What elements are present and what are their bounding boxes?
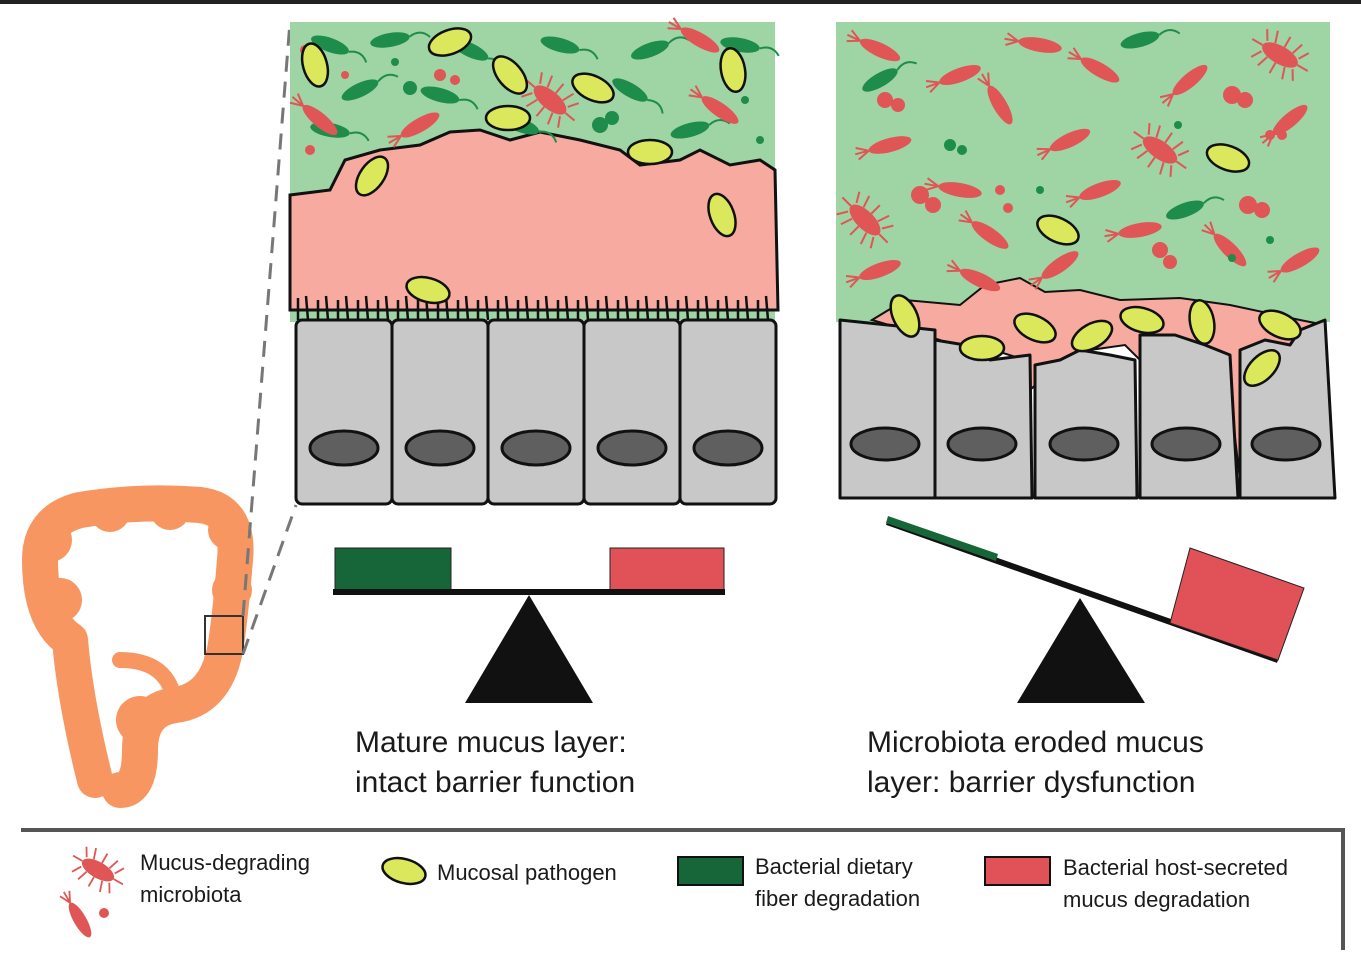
zoom-box [204,615,244,655]
eroded-tissue-panel [826,19,1337,500]
mucus-degradation-weight-right [1169,547,1305,661]
legend-top-border [21,828,1343,832]
legend-fiber-line1: Bacterial dietary [755,854,913,879]
legend-symbol-mucus-degrading [57,838,134,942]
legend-symbol-pathogen [378,852,430,890]
legend-symbol-mucus [984,856,1051,886]
legend-fiber-line2: fiber degradation [755,886,921,911]
zoom-line-top [241,21,292,617]
epithelium-left [294,318,778,506]
colon-illustration [22,21,298,808]
bacteria-right [826,19,1324,297]
legend-mucus-line2: mucus degradation [1063,887,1251,912]
scale-beam-left [333,589,725,595]
legend-pathogen: Mucosal pathogen [437,860,617,885]
balance-scale-right [886,516,1305,703]
scale-fulcrum-right [1017,598,1145,703]
balance-scale-left [333,547,725,703]
top-border [0,0,1361,4]
legend-mucus-degrading-line1: Mucus-degrading [140,850,310,875]
zoom-line-bottom [241,504,298,655]
legend-mucus-degrading-line2: microbiota [140,882,242,907]
mucus-layer-left [288,128,780,312]
caption-right-line2: layer: barrier dysfunction [867,766,1196,799]
caption-right-line1: Microbiota eroded mucus [867,726,1204,759]
scale-fulcrum-left [465,595,593,703]
fiber-degradation-weight-left [334,547,452,591]
mucus-degradation-weight-left [609,547,725,591]
microvilli-left [296,295,770,321]
healthy-tissue-panel [286,14,782,506]
lumen-right [836,22,1330,322]
fiber-degradation-weight-right [886,516,998,561]
caption-left-line1: Mature mucus layer: [355,726,627,759]
legend-right-border [1341,828,1345,950]
legend-symbol-fiber [677,856,744,886]
legend-mucus-line1: Bacterial host-secreted [1063,855,1288,880]
caption-left-line2: intact barrier function [355,766,636,799]
